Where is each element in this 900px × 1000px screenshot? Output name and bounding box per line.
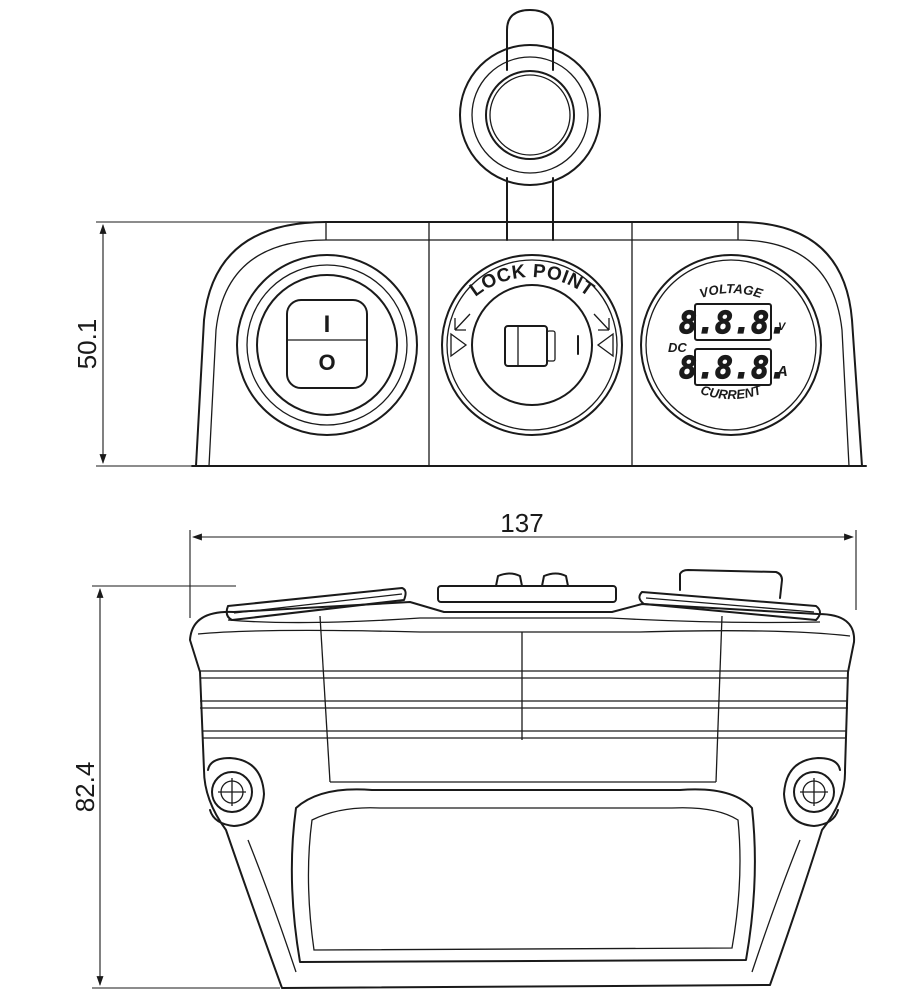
bottom-width-dimension: 137 <box>189 508 857 618</box>
bottom-height-value: 82.4 <box>70 762 100 813</box>
lock-triangle-left-icon <box>450 332 468 358</box>
mounting-hole-right <box>783 757 841 827</box>
switch-off-symbol: O <box>318 350 335 375</box>
volt-amp-meter: VOLTAGE CURRENT DC 8.8.8. 8.8.8. V A <box>640 254 822 436</box>
current-unit: A <box>776 363 788 380</box>
bottom-view: 137 82.4 <box>70 508 857 989</box>
rotate-right-arrow <box>593 313 610 331</box>
rotate-left-arrow <box>454 313 471 331</box>
switch-on-symbol: I <box>324 311 331 338</box>
voltage-unit: V <box>778 321 787 333</box>
lock-point-socket: LOCK POINT <box>441 254 623 436</box>
current-readout: 8.8.8. <box>679 351 787 386</box>
voltage-readout: 8.8.8. <box>679 306 787 341</box>
front-height-value: 50.1 <box>72 319 102 370</box>
rocker-switch: I O <box>236 254 418 436</box>
meter-current-label: CURRENT <box>699 382 764 402</box>
front-view: I O LOCK POINT VOLTA <box>72 9 867 467</box>
mounting-hole-left <box>207 757 265 827</box>
socket-cap <box>459 9 601 241</box>
meter-dc-label: DC <box>668 340 687 355</box>
meter-voltage-label: VOLTAGE <box>698 281 765 301</box>
bottom-height-dimension: 82.4 <box>70 585 280 989</box>
lock-triangle-right-icon <box>596 332 614 358</box>
bottom-width-value: 137 <box>500 508 543 538</box>
front-height-dimension: 50.1 <box>72 221 330 467</box>
